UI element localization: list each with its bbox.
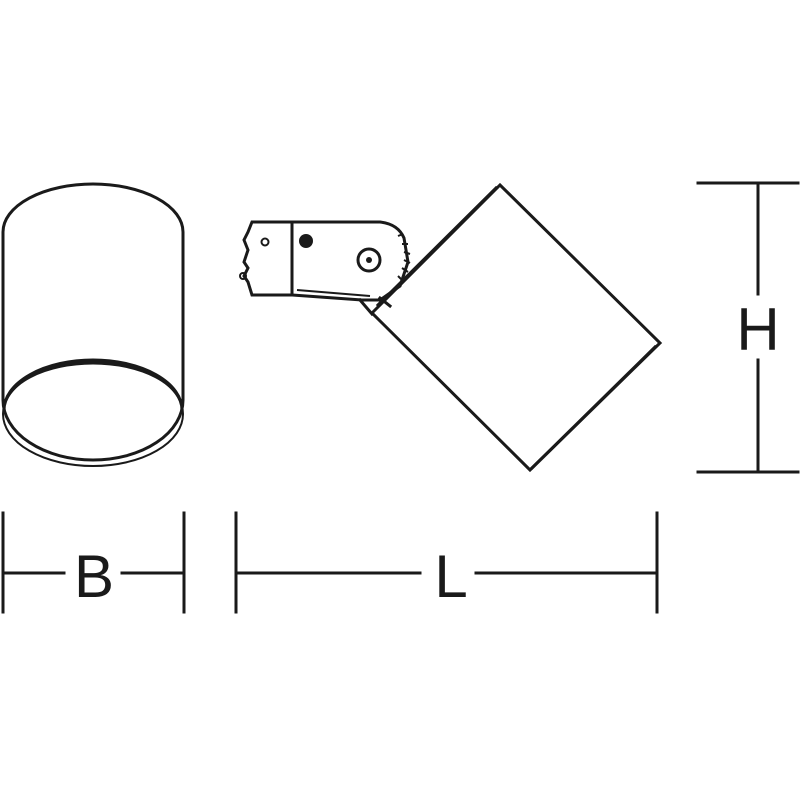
adapter-pin-tiny [239, 272, 247, 280]
luminaire-body [369, 182, 663, 473]
luminaire-back-edge [375, 185, 499, 308]
side-view-spotlight [239, 182, 663, 473]
dim-l-label: L [434, 543, 467, 610]
tilt-gear-teeth [397, 233, 411, 282]
front-view-cylinder [1, 182, 185, 467]
dim-h-label: H [736, 296, 779, 363]
arm-housing-inner-line [296, 289, 371, 297]
adapter-pin-small [260, 237, 270, 247]
neck-line-a [357, 297, 375, 317]
arm-pivot-center [366, 257, 372, 263]
cylinder-opening-rim [2, 358, 184, 411]
dim-b-label: B [74, 543, 114, 610]
track-adapter [242, 220, 294, 297]
luminaire-front-rim [529, 344, 658, 471]
dimension-h: H [696, 181, 800, 474]
dimension-l: L [234, 511, 659, 614]
cylinder-outline [1, 182, 185, 462]
arm-pivot-top [299, 234, 313, 248]
arm-pivot-joint [356, 247, 382, 273]
dimension-b: B [1, 511, 186, 614]
arm-housing [290, 220, 410, 302]
